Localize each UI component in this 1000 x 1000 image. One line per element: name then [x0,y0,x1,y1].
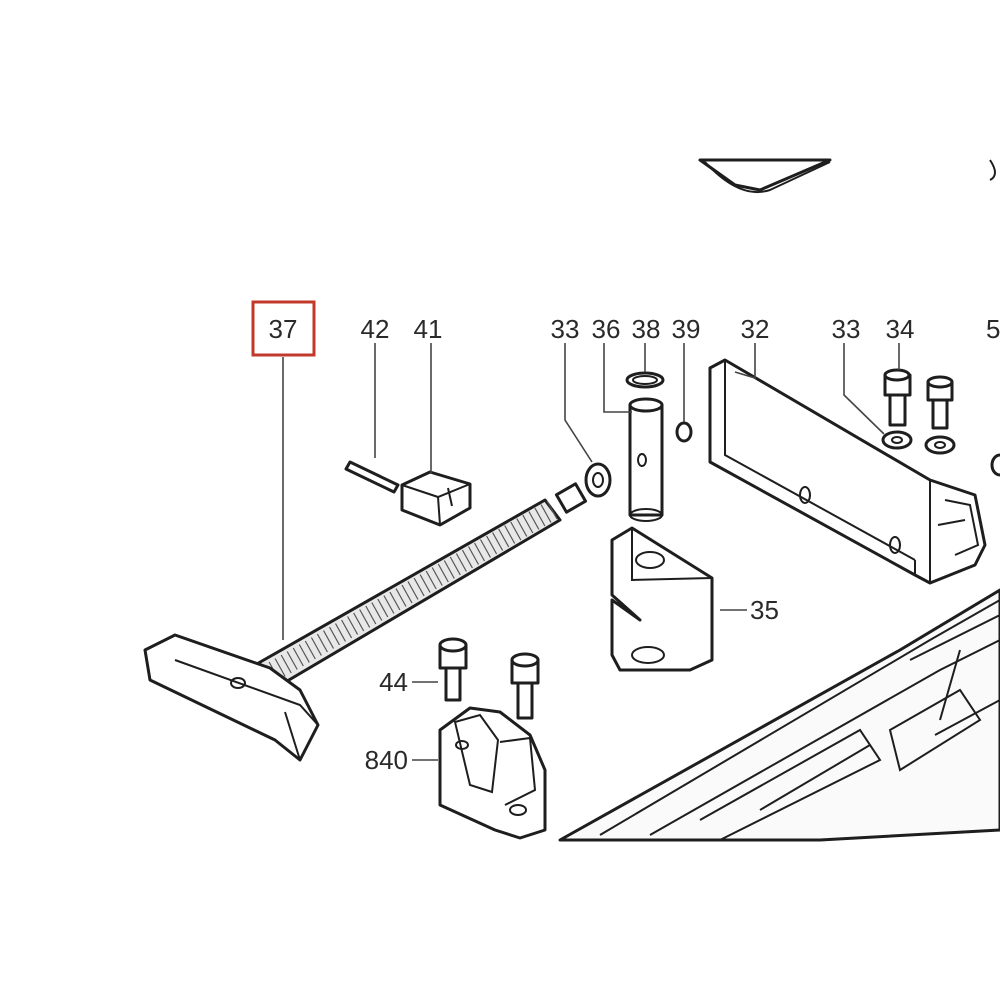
leader-lines [282,343,900,761]
label-37: 37 [269,314,298,344]
label-39: 39 [672,314,701,344]
part-32-fence-plate [708,358,987,585]
thread-line [534,507,546,527]
label-42: 42 [361,314,390,344]
part-44-screw [438,637,468,702]
highlight-box-37 [251,300,316,357]
label-38: 38 [632,314,661,344]
thread-line [467,546,480,565]
thread-line [365,605,377,625]
thread-line [431,567,443,586]
thread-line [455,553,467,572]
thread-line [437,563,449,583]
thread-line [443,560,455,579]
partial-part-right [990,453,1000,477]
thread-line [322,630,335,649]
label-41: 41 [414,314,443,344]
screw-right [924,375,956,455]
screw-840 [510,652,540,720]
thread-line [383,595,395,614]
thread-line [540,504,552,523]
thread-line [341,619,353,639]
thread-line [377,598,389,618]
part-840-clamp-bracket [438,706,547,840]
part-33-washer-left [584,462,612,498]
thread-line [304,640,316,660]
thread-line [328,626,341,646]
label-33-left: 33 [551,314,580,344]
part-38-ring [625,371,665,389]
part-39-small-ring [675,421,693,443]
label-5: 5 [986,314,1000,344]
label-840: 840 [365,745,408,775]
thread-line [516,518,528,537]
label-34: 34 [886,314,915,344]
part-36-shaft [628,397,664,522]
label-33-right: 33 [832,314,861,344]
thread-line [486,535,498,555]
thread-line [479,539,492,558]
thread-line [449,556,461,576]
label-44: 44 [379,667,408,697]
thread-line [473,542,486,562]
part-41-nut-block [400,470,472,527]
thread-line [353,612,365,632]
part-37-threaded-rod [143,482,588,762]
thread-line [461,549,473,569]
base-plate [558,588,1000,842]
thread-line [522,514,534,534]
thread-line [528,511,540,530]
label-35: 35 [750,595,779,625]
part-34-screw [883,368,912,427]
thread-line [492,532,504,551]
thread-line [510,521,522,541]
thread-line [334,623,347,642]
thread-line [292,647,304,667]
thread-line [310,637,322,656]
thread-line [413,577,425,597]
thread-line [347,616,359,635]
label-36: 36 [592,314,621,344]
thread-line [389,591,401,611]
thread-line [407,581,419,600]
thread-line [280,654,292,674]
thread-line [419,574,431,593]
thread-line [286,651,298,670]
partial-part-top [698,158,996,194]
thread-line [498,528,510,548]
thread-line [395,588,407,607]
thread-line [298,644,310,663]
part-42-pin [344,460,400,494]
thread-line [425,570,437,590]
thread-line [371,602,383,621]
thread-line [316,633,328,653]
thread-line [504,525,516,544]
thread-line [546,500,558,520]
part-35-bracket [610,526,714,672]
label-32: 32 [741,314,770,344]
part-33-washer-right [881,430,913,450]
thread-line [274,658,286,677]
thread-line [401,584,413,604]
thread-line [359,609,371,628]
